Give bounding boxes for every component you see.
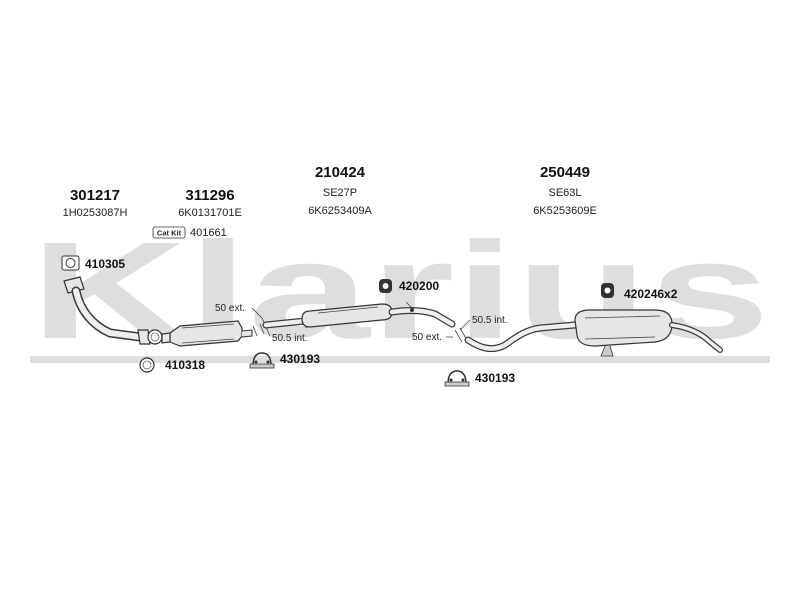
fitting-number: 430193 [475, 371, 515, 385]
oe-number: 6K0131701E [178, 207, 242, 219]
oe-number: 1H0253087H [63, 207, 128, 219]
fitting-430193-front[interactable]: 430193 [249, 352, 320, 369]
clamp-icon [249, 352, 275, 369]
fitting-number: 420200 [399, 279, 439, 293]
dimension-label: 50 ext. [215, 303, 245, 314]
fitting-420246x2[interactable]: 420246x2 [601, 283, 678, 301]
part-number: 301217 [70, 187, 120, 204]
fitting-number: 430193 [280, 352, 320, 366]
part-number: 250449 [540, 164, 590, 181]
cat-kit-label[interactable]: Cat Kit 401661 [152, 226, 227, 239]
fitting-420200[interactable]: 420200 [379, 279, 439, 293]
part-label-250449[interactable]: 250449 SE63L 6K5253609E [533, 164, 597, 217]
dimension-leaders [251, 307, 471, 343]
fitting-410318[interactable]: 410318 [139, 357, 205, 373]
rear-silencer-section [464, 309, 723, 357]
centre-silencer-section [262, 301, 456, 329]
part-number: 210424 [315, 164, 366, 181]
fitting-number: 420246x2 [624, 287, 678, 301]
part-code: SE27P [323, 187, 357, 199]
part-label-311296[interactable]: 311296 6K0131701E [178, 187, 242, 219]
part-number: 311296 [185, 187, 234, 204]
flange-gasket-icon [61, 255, 80, 271]
fitting-number: 410318 [165, 358, 205, 372]
cat-kit-number: 401661 [190, 227, 227, 239]
cat-kit-badge [152, 226, 186, 239]
catalytic-converter [161, 320, 253, 347]
fitting-430193-rear[interactable]: 430193 [444, 370, 515, 387]
dimension-label: 50.5 int. [272, 333, 308, 344]
ring-gasket-icon [139, 357, 155, 373]
rubber-mount-icon [601, 283, 614, 298]
exhaust-artwork [63, 276, 723, 357]
clamp-icon [444, 370, 470, 387]
dimension-label: 50 ext. [412, 332, 442, 343]
front-downpipe [63, 276, 163, 345]
rubber-mount-icon [379, 279, 392, 293]
part-code: SE63L [548, 187, 581, 199]
part-label-210424[interactable]: 210424 SE27P 6K6253409A [308, 164, 372, 217]
part-label-301217[interactable]: 301217 1H0253087H [63, 187, 128, 219]
fitting-number: 410305 [85, 257, 125, 271]
fitting-410305[interactable]: 410305 [61, 255, 125, 271]
oe-number: 6K5253609E [533, 205, 597, 217]
cat-kit-badge-text: Cat Kit [157, 229, 182, 238]
watermark-underline [30, 356, 770, 363]
oe-number: 6K6253409A [308, 205, 372, 217]
dimension-label: 50.5 int. [472, 315, 508, 326]
